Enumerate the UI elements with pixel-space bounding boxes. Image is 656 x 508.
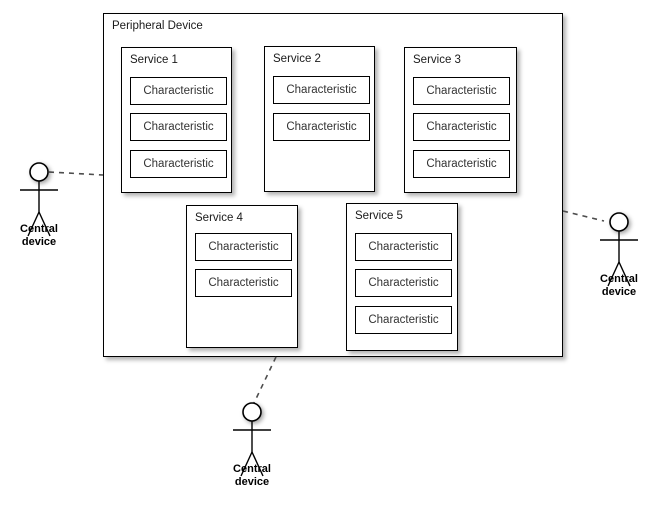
characteristic-label: Characteristic [368,240,439,253]
characteristic-label: Characteristic [286,120,357,133]
characteristic-box[interactable]: Characteristic [130,113,227,141]
characteristic-box[interactable]: Characteristic [355,306,452,334]
service-title-4: Service 4 [195,212,243,224]
actor-central-device-bottom[interactable]: Central device [221,400,291,490]
actor-head-icon [609,212,629,232]
peripheral-device-title: Peripheral Device [112,20,203,32]
characteristic-box[interactable]: Characteristic [130,150,227,178]
characteristic-label: Characteristic [208,276,279,289]
actor-label-line1: Central [20,223,58,235]
actor-central-device-left[interactable]: Central device [8,160,78,250]
actor-label-line2: device [234,476,270,488]
characteristic-box[interactable]: Characteristic [273,113,370,141]
actor-leg-right-icon [618,261,631,287]
characteristic-box[interactable]: Characteristic [130,77,227,105]
characteristic-box[interactable]: Characteristic [355,269,452,297]
actor-label-line2: device [601,286,637,298]
characteristic-box[interactable]: Characteristic [195,269,292,297]
actor-leg-right-icon [251,451,264,477]
characteristic-label: Characteristic [368,276,439,289]
characteristic-box[interactable]: Characteristic [355,233,452,261]
characteristic-label: Characteristic [143,84,214,97]
actor-leg-right-icon [38,211,51,237]
actor-head-icon [242,402,262,422]
characteristic-label: Characteristic [143,120,214,133]
service-title-3: Service 3 [413,54,461,66]
service-title-5: Service 5 [355,210,403,222]
actor-label-line1: Central [233,463,271,475]
actor-leg-left-icon [607,261,620,287]
characteristic-box[interactable]: Characteristic [413,77,510,105]
connector-bottom-actor [253,356,277,404]
actor-leg-left-icon [240,451,253,477]
actor-label-right: Central device [559,273,656,299]
characteristic-label: Characteristic [143,157,214,170]
actor-label-line2: device [21,236,57,248]
characteristic-label: Characteristic [368,313,439,326]
characteristic-label: Characteristic [208,240,279,253]
characteristic-box[interactable]: Characteristic [413,113,510,141]
characteristic-label: Characteristic [286,83,357,96]
service-title-1: Service 1 [130,54,178,66]
actor-label-bottom: Central device [192,463,312,489]
characteristic-label: Characteristic [426,84,497,97]
actor-central-device-right[interactable]: Central device [588,210,656,300]
characteristic-box[interactable]: Characteristic [413,150,510,178]
actor-label-left: Central device [0,223,99,249]
characteristic-box[interactable]: Characteristic [195,233,292,261]
service-title-2: Service 2 [273,53,321,65]
actor-head-icon [29,162,49,182]
actor-label-line1: Central [600,273,638,285]
characteristic-label: Characteristic [426,157,497,170]
characteristic-label: Characteristic [426,120,497,133]
characteristic-box[interactable]: Characteristic [273,76,370,104]
actor-leg-left-icon [27,211,40,237]
